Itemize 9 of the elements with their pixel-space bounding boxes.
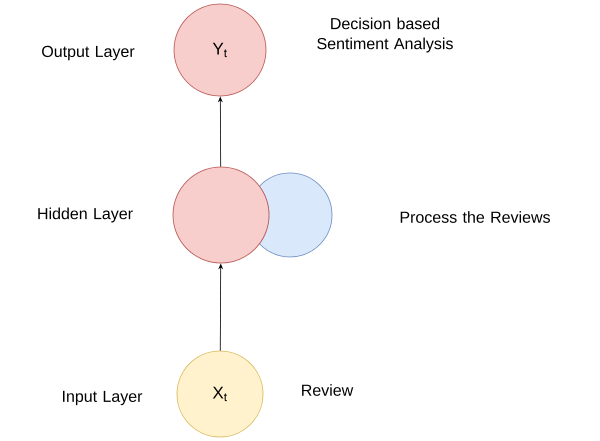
layer-label: Input Layer	[63, 390, 142, 406]
circle-node: X$_{t}$	[176, 350, 264, 438]
layer-label: Decision based Sentiment Analysis	[317, 18, 453, 52]
layer-label: Hidden Layer	[38, 208, 133, 222]
circle-node	[172, 166, 270, 264]
layer-label: Output Layer	[42, 46, 134, 60]
circle-node: Y$_{t}$	[174, 4, 266, 96]
layer-label: Process the Reviews	[400, 211, 550, 223]
layer-label: Review	[302, 384, 354, 396]
